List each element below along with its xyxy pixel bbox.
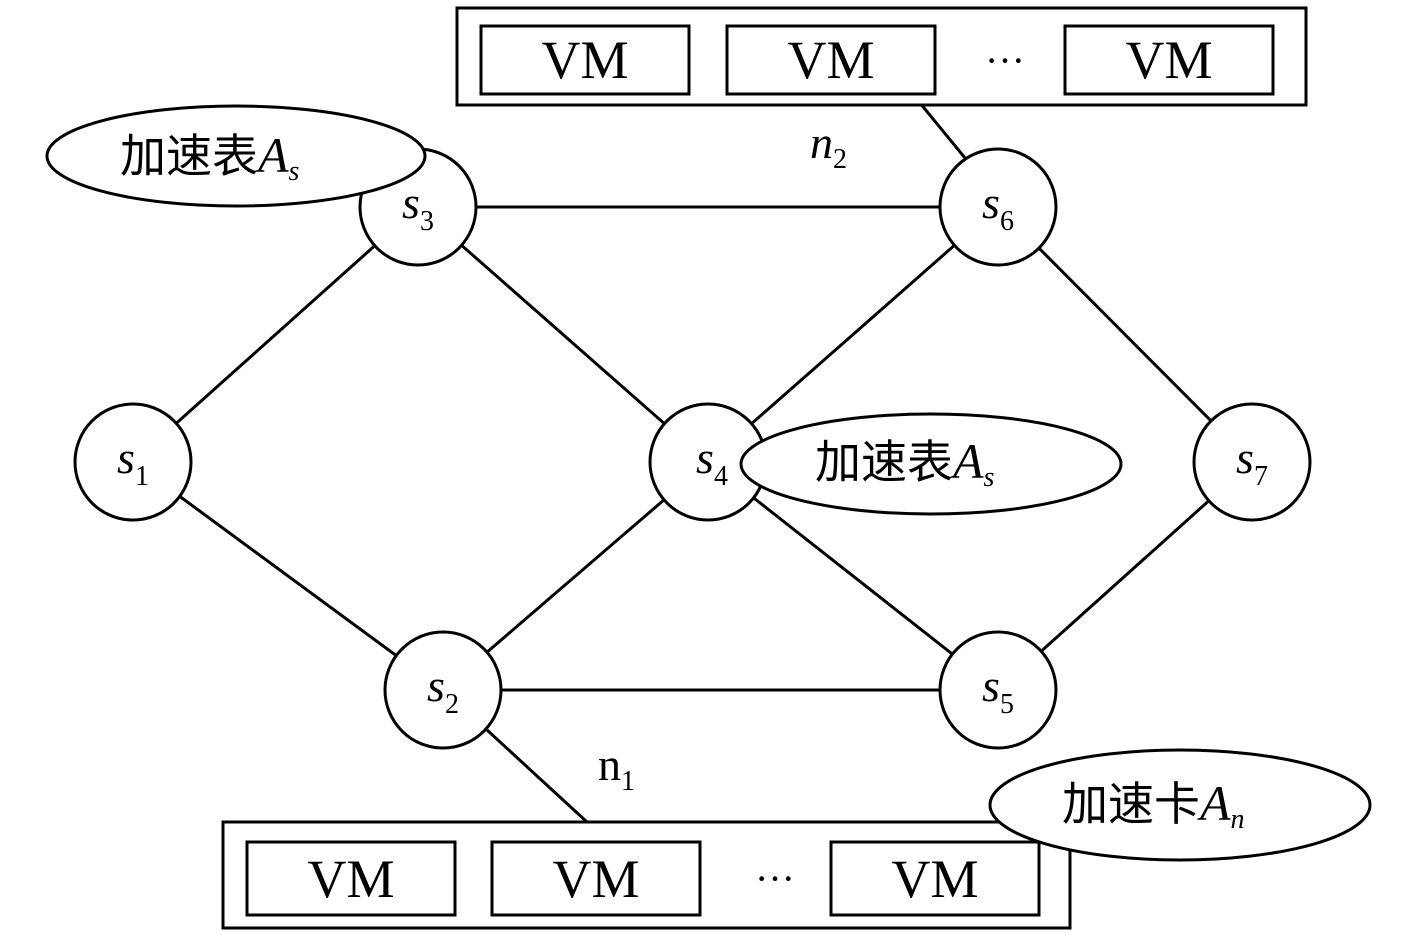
svg-text:加速表As: 加速表As <box>815 433 995 493</box>
bottom-server-rack: VM VM ··· VM <box>221 820 1072 930</box>
node-s4-var: s <box>696 432 714 483</box>
bottom-vm-label-3: VM <box>891 849 978 909</box>
link-n2-var: n <box>810 117 833 168</box>
node-s6-sub: 6 <box>1000 206 1014 237</box>
edge-s3-s4 <box>417 205 709 464</box>
svg-text:s3: s3 <box>402 177 434 237</box>
annotation-table-s3-sub: s <box>289 156 300 187</box>
bottom-vm-box-2 <box>490 840 702 917</box>
edge-s1-s2 <box>132 460 444 692</box>
node-s1-sub: 1 <box>135 461 149 492</box>
svg-text:s5: s5 <box>982 660 1014 720</box>
link-n1-line <box>485 728 589 824</box>
node-s7-var: s <box>1236 432 1254 483</box>
top-server-rack: VM VM ··· VM <box>455 6 1308 107</box>
node-s2-sub: 2 <box>445 689 459 720</box>
edge-s6-s7 <box>996 205 1254 464</box>
annotation-table-s4-sub: s <box>984 462 995 493</box>
top-vm-box-2 <box>725 24 937 96</box>
edge-s1-s3 <box>131 205 420 464</box>
node-s1: s1 <box>73 402 193 522</box>
node-s3-var: s <box>402 177 420 228</box>
node-s5-var: s <box>982 660 1000 711</box>
bottom-vm-label-2: VM <box>552 849 639 909</box>
annotation-table-s4-var: A <box>950 433 984 489</box>
annotation-card-n1-sub: n <box>1231 804 1245 835</box>
annotation-table-s3-text: 加速表 <box>120 129 258 183</box>
annotation-table-s4: 加速表As <box>739 412 1123 516</box>
svg-text:s2: s2 <box>427 660 459 720</box>
top-vm-label-3: VM <box>1125 30 1212 90</box>
bottom-vm-label-1: VM <box>307 849 394 909</box>
node-s6: s6 <box>938 147 1058 267</box>
link-label-n1: n1 <box>598 739 635 797</box>
top-vm-box-3 <box>1063 24 1275 96</box>
bottom-vm-box-1 <box>245 840 457 917</box>
annotation-table-s3-var: A <box>255 127 289 183</box>
bottom-rack-ellipsis: ··· <box>755 856 795 901</box>
bottom-vm-box-3 <box>829 840 1041 917</box>
svg-text:s1: s1 <box>117 432 149 492</box>
link-label-n2: n2 <box>810 117 847 175</box>
edge-s4-s5 <box>707 460 999 692</box>
node-s2: s2 <box>383 630 503 750</box>
svg-text:s6: s6 <box>982 177 1014 237</box>
node-s5: s5 <box>938 630 1058 750</box>
top-vm-label-1: VM <box>541 30 628 90</box>
node-s2-var: s <box>427 660 445 711</box>
node-s7: s7 <box>1192 402 1312 522</box>
svg-text:加速表As: 加速表As <box>120 127 300 187</box>
top-vm-label-2: VM <box>787 30 874 90</box>
node-s4-label: s4 <box>696 432 728 492</box>
svg-text:s7: s7 <box>1236 432 1268 492</box>
annotation-card-n1: 加速卡An <box>988 748 1372 862</box>
node-s6-var: s <box>982 177 1000 228</box>
edge-s4-s6 <box>707 205 999 464</box>
node-s1-var: s <box>117 432 135 483</box>
annotation-card-n1-var: A <box>1197 775 1231 831</box>
node-s7-sub: 7 <box>1254 461 1268 492</box>
annotation-card-n1-text: 加速卡 <box>1062 777 1200 831</box>
node-s4-sub: 4 <box>714 461 728 492</box>
link-n2-sub: 2 <box>833 144 847 175</box>
annotation-table-s4-text: 加速表 <box>815 435 953 489</box>
link-n1-var: n <box>598 739 621 790</box>
link-n1-sub: 1 <box>621 766 635 797</box>
svg-text:加速卡An: 加速卡An <box>1062 775 1245 835</box>
node-s3-sub: 3 <box>420 206 434 237</box>
link-n2-line <box>918 102 967 159</box>
annotation-table-s3: 加速表As <box>45 104 427 208</box>
switch-nodes: s1 s3 s2 s6 s5 s7 <box>73 147 1312 750</box>
node-s5-sub: 5 <box>1000 689 1014 720</box>
top-rack-ellipsis: ··· <box>985 38 1025 83</box>
top-vm-box-1 <box>479 24 691 96</box>
